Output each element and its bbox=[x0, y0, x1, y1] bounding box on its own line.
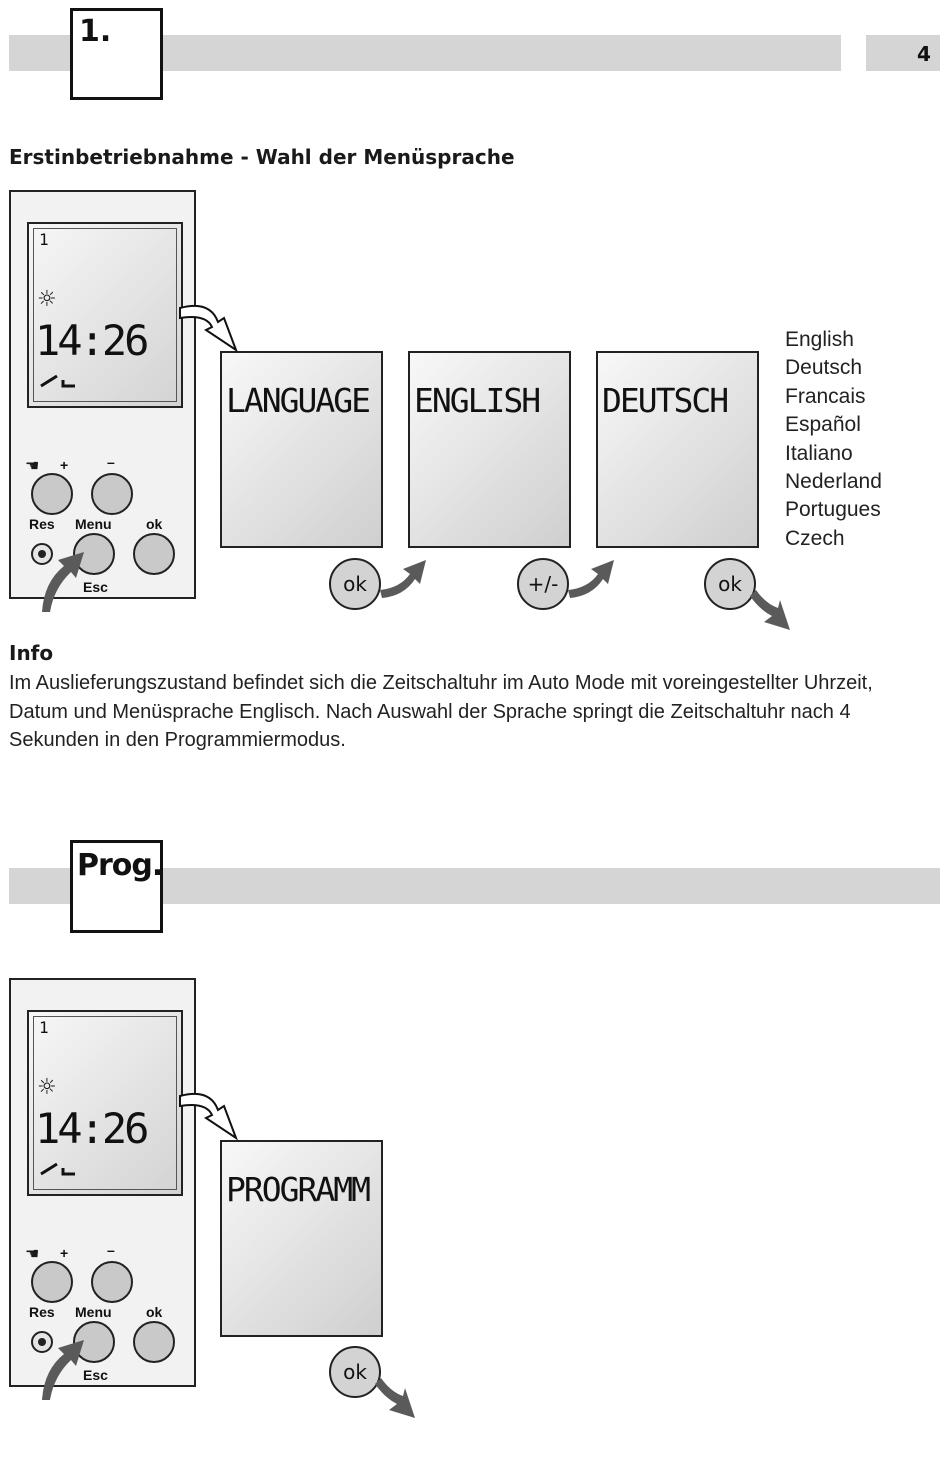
hand-icon: ☚ bbox=[25, 1244, 40, 1263]
sun-icon: ☼ bbox=[37, 1075, 57, 1100]
esc-label: Esc bbox=[83, 1367, 108, 1383]
screen-programm: PROGRAMM bbox=[220, 1140, 383, 1337]
switch-icon bbox=[40, 374, 75, 388]
plus-label: + bbox=[60, 1245, 69, 1261]
step-label-prog: Prog. bbox=[77, 848, 163, 883]
lcd-frame bbox=[33, 228, 177, 402]
plus-label: + bbox=[60, 457, 69, 473]
sun-icon: ☼ bbox=[37, 287, 57, 312]
info-text: Im Auslieferungszustand befindet sich di… bbox=[9, 672, 873, 751]
minus-button[interactable] bbox=[91, 1261, 133, 1303]
lcd-frame bbox=[33, 1016, 177, 1190]
channel-number: 1 bbox=[39, 230, 49, 249]
language-item: Francais bbox=[785, 384, 866, 408]
step-arrow bbox=[380, 560, 426, 598]
ok-label: ok bbox=[146, 516, 163, 532]
res-label: Res bbox=[29, 516, 55, 532]
plus-button[interactable] bbox=[31, 1261, 73, 1303]
language-item: Czech bbox=[785, 526, 845, 550]
lcd-time: 14:26 bbox=[35, 1104, 149, 1153]
page-number-band bbox=[866, 35, 940, 71]
ok-button[interactable] bbox=[133, 1321, 175, 1363]
language-item: English bbox=[785, 328, 854, 351]
screen-text-english: ENGLISH bbox=[414, 381, 541, 420]
step-ok-button-prog[interactable]: ok bbox=[329, 1346, 381, 1398]
outline-arrow bbox=[179, 304, 239, 353]
language-item: Deutsch bbox=[785, 356, 863, 380]
ok-button[interactable] bbox=[133, 533, 175, 575]
language-item: Portugues bbox=[785, 498, 881, 522]
minus-button[interactable] bbox=[91, 473, 133, 515]
screen-text-language: LANGUAGE bbox=[226, 381, 371, 420]
device-lcd: 1 ☼ 14:26 bbox=[27, 222, 183, 408]
prog-header-band bbox=[9, 868, 940, 904]
step-box-1 bbox=[70, 8, 163, 100]
language-item: Italiano bbox=[785, 441, 853, 465]
ok-label: ok bbox=[146, 1304, 163, 1320]
res-label: Res bbox=[29, 1304, 55, 1320]
lcd-time: 14:26 bbox=[35, 316, 149, 365]
switch-icon bbox=[40, 1162, 75, 1176]
screen-language: LANGUAGE bbox=[220, 351, 383, 548]
step-box-prog bbox=[70, 840, 163, 933]
hand-icon: ☚ bbox=[25, 456, 40, 475]
timer-device-prog: 1 ☼ 14:26 ☚ + – Res Menu ok Esc bbox=[9, 978, 196, 1387]
channel-number: 1 bbox=[39, 1018, 49, 1037]
step-plus-minus-button[interactable]: +/- bbox=[517, 558, 569, 610]
page-number: 4 bbox=[917, 42, 931, 66]
reset-button[interactable] bbox=[31, 1331, 53, 1353]
screen-text-programm: PROGRAMM bbox=[226, 1170, 371, 1209]
step-arrow bbox=[568, 560, 614, 598]
step-label-1: 1. bbox=[79, 14, 112, 49]
screen-deutsch: DEUTSCH bbox=[596, 351, 759, 548]
step-arrow bbox=[750, 590, 790, 630]
language-list: English Deutsch Francais Español Italian… bbox=[785, 326, 882, 553]
timer-device: 1 ☼ 14:26 ☚ + – Res Menu ok Esc bbox=[9, 190, 196, 599]
minus-label: – bbox=[107, 1242, 115, 1258]
plus-button[interactable] bbox=[31, 473, 73, 515]
step-ok-button-1[interactable]: ok bbox=[329, 558, 381, 610]
minus-label: – bbox=[107, 454, 115, 470]
esc-label: Esc bbox=[83, 579, 108, 595]
reset-button[interactable] bbox=[31, 543, 53, 565]
outline-arrow bbox=[179, 1092, 239, 1141]
language-item: Nederland bbox=[785, 470, 882, 494]
step-ok-button-2[interactable]: ok bbox=[704, 558, 756, 610]
screen-english: ENGLISH bbox=[408, 351, 571, 548]
press-arrow bbox=[42, 552, 84, 612]
screen-text-deutsch: DEUTSCH bbox=[602, 381, 729, 420]
press-arrow bbox=[42, 1340, 84, 1400]
info-heading: Info bbox=[9, 641, 54, 665]
device-lcd: 1 ☼ 14:26 bbox=[27, 1010, 183, 1196]
section-heading: Erstinbetriebnahme - Wahl der Menüsprach… bbox=[9, 145, 515, 169]
step-arrow bbox=[375, 1378, 415, 1418]
menu-label: Menu bbox=[75, 1304, 112, 1320]
menu-label: Menu bbox=[75, 516, 112, 532]
language-item: Español bbox=[785, 413, 861, 437]
